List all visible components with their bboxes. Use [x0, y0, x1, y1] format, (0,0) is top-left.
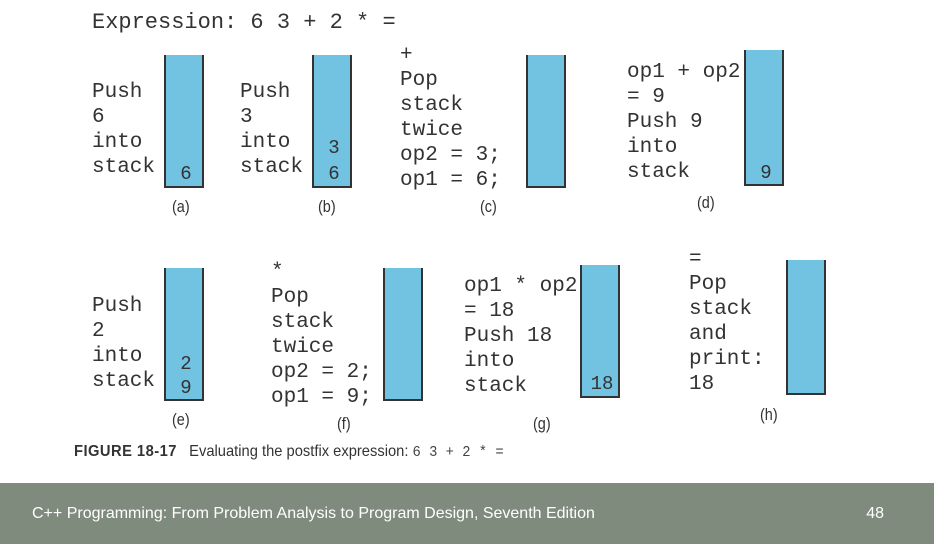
panel-d-text: op1 + op2 = 9 Push 9 into stack [627, 61, 741, 184]
figure-number: FIGURE 18-17 [74, 443, 177, 460]
stack-value: 9 [760, 162, 772, 184]
footer-title: C++ Programming: From Problem Analysis t… [32, 505, 595, 522]
panel-f-label: (f) [337, 414, 351, 433]
panel-h-label: (h) [760, 405, 778, 424]
panel-e-label: (e) [172, 410, 190, 429]
caption-expression: 6 3 + 2 * = [412, 444, 504, 461]
panel-g-label: (g) [533, 414, 551, 433]
stack-value: 3 [328, 137, 340, 159]
panel-c-stack [526, 55, 566, 188]
panel-e-text: Push 2 into stack [92, 295, 156, 393]
panel-g-text: op1 * op2 = 18 Push 18 into stack [464, 275, 578, 398]
panel-d-label: (d) [697, 193, 715, 212]
panel-a-stack: 6 [164, 55, 204, 188]
panel-e-stack: 2 9 [164, 268, 204, 401]
panel-b-text: Push 3 into stack [240, 81, 304, 179]
page-number: 48 [866, 505, 884, 522]
stack-value: 18 [590, 373, 614, 395]
stack-value: 6 [328, 163, 340, 185]
panel-a-label: (a) [172, 197, 190, 216]
panel-c-label: (c) [480, 197, 497, 216]
panel-c-text: + Pop stack twice op2 = 3; op1 = 6; [400, 44, 501, 192]
panel-b-stack: 3 6 [312, 55, 352, 188]
panel-h-stack [786, 260, 826, 395]
stack-value: 9 [180, 377, 192, 399]
slide-footer: C++ Programming: From Problem Analysis t… [0, 483, 934, 544]
figure-caption: FIGURE 18-17 Evaluating the postfix expr… [74, 443, 504, 461]
stack-value: 2 [180, 353, 192, 375]
stack-value: 6 [180, 163, 192, 185]
panel-a-text: Push 6 into stack [92, 81, 156, 179]
panel-b-label: (b) [318, 197, 336, 216]
expression-line: Expression: 6 3 + 2 * = [92, 10, 396, 35]
caption-text: Evaluating the postfix expression: [189, 443, 409, 460]
panel-f-text: * Pop stack twice op2 = 2; op1 = 9; [271, 261, 372, 409]
panel-h-text: = Pop stack and print: 18 [689, 248, 765, 396]
panel-d-stack: 9 [744, 50, 784, 186]
panel-g-stack: 18 [580, 265, 620, 398]
panel-f-stack [383, 268, 423, 401]
